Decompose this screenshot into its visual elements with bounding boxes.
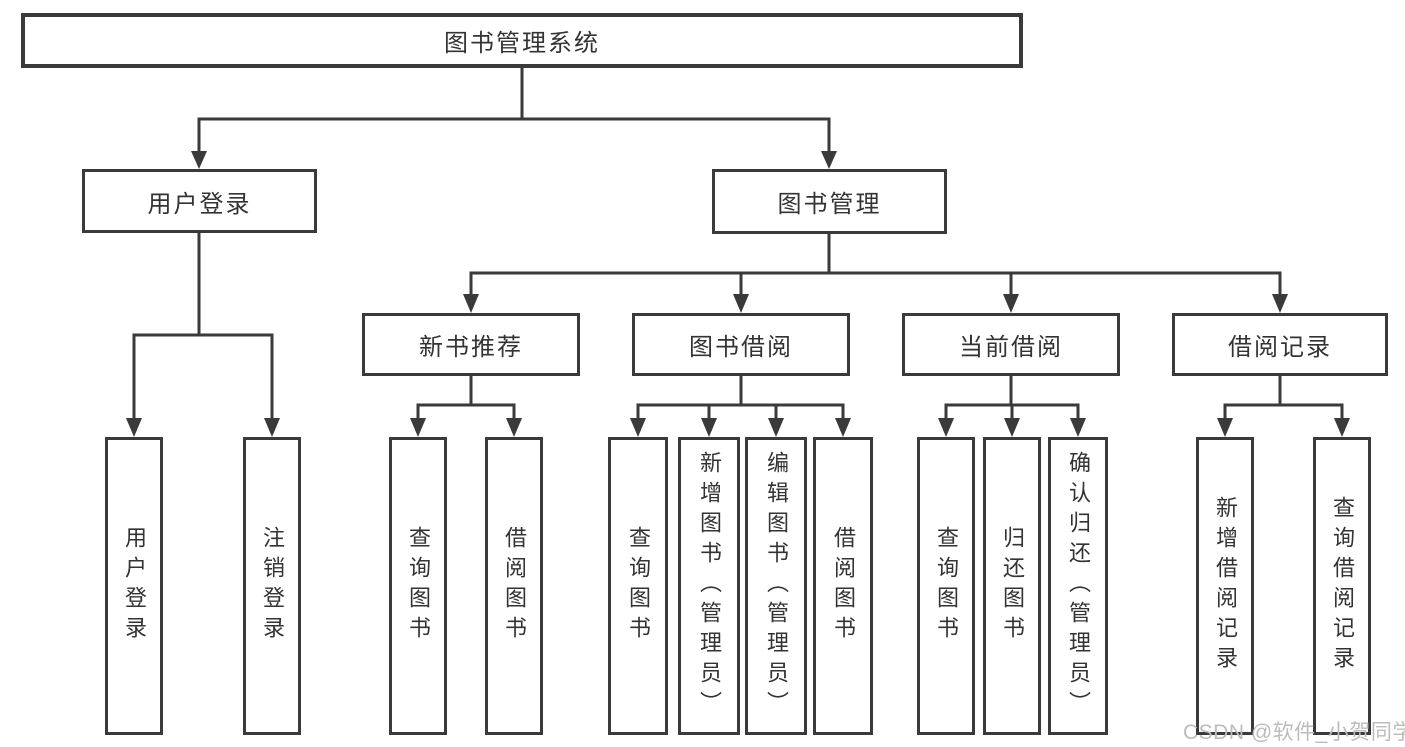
leaf-current-confirm-return-admin-label: 确认归还（管理员） bbox=[1066, 451, 1091, 721]
leaf-logout-label: 注销登录 bbox=[260, 526, 285, 646]
connector-borrow-records-children bbox=[1217, 374, 1350, 437]
node-library-system: 图书管理系统 bbox=[21, 13, 1023, 68]
leaf-recommend-borrow-books-label: 借阅图书 bbox=[502, 526, 527, 646]
node-current-borrow: 当前借阅 bbox=[902, 313, 1120, 376]
node-current-borrow-label: 当前借阅 bbox=[959, 334, 1063, 361]
leaf-current-return-books: 归还图书 bbox=[983, 437, 1041, 735]
leaf-user-login-label: 用户登录 bbox=[122, 526, 147, 646]
node-new-book-recommend: 新书推荐 bbox=[362, 313, 580, 376]
node-book-borrow: 图书借阅 bbox=[632, 313, 850, 376]
leaf-user-login: 用户登录 bbox=[105, 437, 163, 735]
leaf-borrow-edit-books-admin: 编辑图书（管理员） bbox=[745, 437, 807, 735]
connector-new-book-recommend-children bbox=[410, 374, 522, 437]
leaf-records-query-record-label: 查询借阅记录 bbox=[1330, 496, 1355, 676]
connector-root-to-branches bbox=[191, 66, 837, 169]
connector-current-borrow-children bbox=[938, 374, 1086, 437]
leaf-borrow-borrow-books-label: 借阅图书 bbox=[831, 526, 856, 646]
leaf-current-query-books-label: 查询图书 bbox=[934, 526, 959, 646]
node-book-management: 图书管理 bbox=[712, 169, 947, 234]
csdn-watermark: CSDN @软件_小贺同学 bbox=[1183, 721, 1405, 744]
leaf-borrow-add-books-admin: 新增图书（管理员） bbox=[678, 437, 740, 735]
connector-book-borrow-children bbox=[630, 374, 851, 437]
leaf-recommend-query-books-label: 查询图书 bbox=[406, 526, 431, 646]
leaf-records-add-record-label: 新增借阅记录 bbox=[1213, 496, 1238, 676]
leaf-records-query-record: 查询借阅记录 bbox=[1313, 437, 1371, 735]
leaf-recommend-query-books: 查询图书 bbox=[389, 437, 447, 735]
leaf-current-return-books-label: 归还图书 bbox=[1000, 526, 1025, 646]
node-borrow-records: 借阅记录 bbox=[1172, 313, 1388, 376]
leaf-borrow-query-books-label: 查询图书 bbox=[626, 526, 651, 646]
connector-book-management-modules bbox=[463, 232, 1288, 313]
node-user-login: 用户登录 bbox=[82, 169, 317, 233]
node-book-borrow-label: 图书借阅 bbox=[689, 334, 793, 361]
node-user-login-label: 用户登录 bbox=[147, 190, 252, 218]
leaf-borrow-edit-books-admin-label: 编辑图书（管理员） bbox=[764, 451, 789, 721]
leaf-current-query-books: 查询图书 bbox=[917, 437, 975, 735]
leaf-borrow-add-books-admin-label: 新增图书（管理员） bbox=[697, 451, 722, 721]
node-new-book-recommend-label: 新书推荐 bbox=[419, 334, 523, 361]
node-borrow-records-label: 借阅记录 bbox=[1228, 334, 1332, 361]
leaf-borrow-query-books: 查询图书 bbox=[608, 437, 668, 735]
node-library-system-label: 图书管理系统 bbox=[444, 30, 600, 57]
leaf-records-add-record: 新增借阅记录 bbox=[1196, 437, 1254, 735]
leaf-recommend-borrow-books: 借阅图书 bbox=[485, 437, 543, 735]
leaf-logout: 注销登录 bbox=[243, 437, 301, 735]
node-book-management-label: 图书管理 bbox=[777, 191, 882, 218]
leaf-current-confirm-return-admin: 确认归还（管理员） bbox=[1048, 437, 1108, 735]
connector-user-login-children bbox=[126, 231, 280, 437]
leaf-borrow-borrow-books: 借阅图书 bbox=[813, 437, 873, 735]
